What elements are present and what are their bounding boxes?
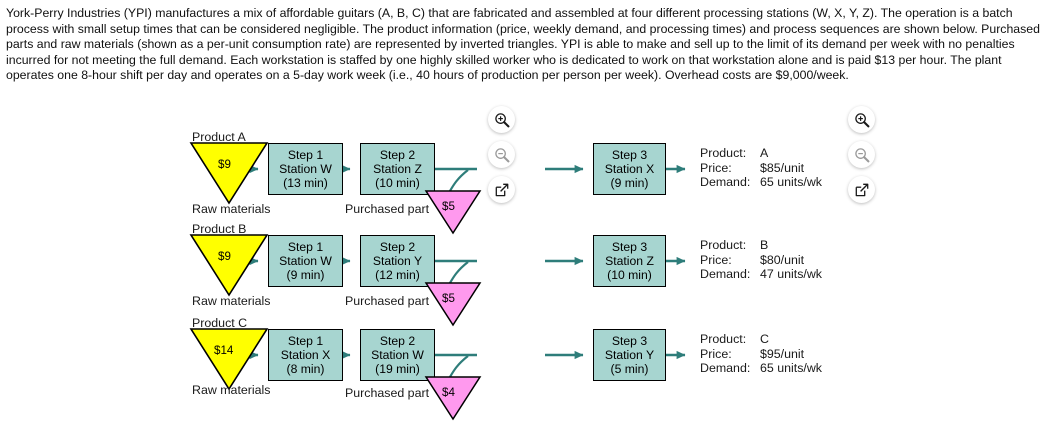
product-info-a: Product: A Price: $85/unit Demand: 65 units…	[700, 146, 822, 190]
purchased-part-caption-c: Purchased part	[345, 386, 430, 400]
process-box-a-step2[interactable]: Step 2 Station Z (10 min)	[360, 143, 435, 195]
product-key: Product:	[700, 238, 747, 252]
price-key: Price:	[700, 160, 732, 175]
product-label-b: Product B	[192, 222, 247, 236]
open-external-glyph	[855, 183, 868, 196]
purchased-part-triangle-c: $4	[424, 376, 482, 421]
demand-value: 47 units/wk	[760, 267, 822, 282]
process-flow-diagram: Product A $9 Raw materials Step 1 Statio…	[0, 108, 1047, 425]
product-value: C	[760, 332, 769, 346]
price-value: $95/unit	[760, 346, 805, 361]
zoom-in-glyph	[854, 112, 869, 127]
open-external-icon[interactable]	[488, 176, 515, 203]
price-info-row: Price: $85/unit	[700, 161, 822, 176]
raw-materials-caption-c: Raw materials	[192, 383, 271, 397]
connector-layer	[232, 164, 686, 383]
process-time: (12 min)	[375, 268, 420, 283]
demand-info-row: Demand: 47 units/wk	[700, 267, 822, 282]
zoom-in-glyph	[494, 112, 509, 127]
price-info-row: Price: $80/unit	[700, 253, 822, 268]
product-info-c: Product: C Price: $95/unit Demand: 65 units…	[700, 332, 822, 376]
demand-key: Demand:	[700, 267, 751, 282]
process-time: (10 min)	[375, 176, 420, 191]
process-time: (10 min)	[607, 268, 652, 283]
demand-value: 65 units/wk	[760, 361, 822, 376]
demand-value: 65 units/wk	[760, 175, 822, 190]
step-name: Step 1	[287, 333, 324, 348]
process-box-b-step1[interactable]: Step 1 Station W (9 min)	[268, 235, 343, 287]
raw-material-triangle-a: $9	[189, 142, 269, 205]
product-key: Product:	[700, 146, 747, 160]
zoom-in-icon[interactable]	[488, 106, 515, 133]
price-value: $85/unit	[760, 160, 805, 175]
process-box-c-step3[interactable]: Step 3 Station Y (5 min)	[593, 329, 666, 381]
price-key: Price:	[700, 346, 732, 361]
zoom-out-glyph	[854, 147, 869, 162]
station-name: Station X	[604, 161, 655, 176]
product-label-c: Product C	[192, 316, 248, 330]
process-box-a-step1[interactable]: Step 1 Station W (13 min)	[268, 143, 343, 195]
price-key: Price:	[700, 252, 732, 267]
station-name: Station Z	[605, 253, 654, 268]
step-name: Step 2	[379, 333, 416, 348]
process-time: (5 min)	[610, 362, 649, 377]
raw-material-triangle-b: $9	[189, 234, 269, 297]
process-time: (9 min)	[610, 176, 649, 191]
product-info-b: Product: B Price: $80/unit Demand: 47 units…	[700, 238, 822, 282]
product-info-row: Product: A	[700, 146, 822, 161]
open-external-glyph	[495, 183, 508, 196]
product-label-a: Product A	[192, 130, 246, 144]
purchased-part-triangle-a: $5	[424, 190, 482, 235]
product-value: A	[760, 146, 769, 160]
station-name: Station X	[280, 347, 331, 362]
demand-key: Demand:	[700, 361, 751, 376]
step-name: Step 2	[379, 239, 416, 254]
process-time: (9 min)	[286, 268, 325, 283]
step-name: Step 1	[287, 147, 324, 162]
step-name: Step 3	[611, 239, 648, 254]
step-name: Step 2	[379, 147, 416, 162]
process-box-c-step2[interactable]: Step 2 Station W (19 min)	[360, 329, 435, 381]
product-value: B	[760, 238, 769, 252]
problem-statement: York-Perry Industries (YPI) manufactures…	[6, 6, 1041, 84]
process-time: (13 min)	[283, 176, 328, 191]
zoom-out-icon[interactable]	[848, 141, 875, 168]
station-name: Station W	[371, 347, 424, 362]
step-name: Step 1	[287, 239, 324, 254]
purchased-part-triangle-b: $5	[424, 282, 482, 327]
station-name: Station Y	[604, 347, 655, 362]
station-name: Station W	[279, 161, 332, 176]
process-box-b-step2[interactable]: Step 2 Station Y (12 min)	[360, 235, 435, 287]
purchased-part-caption-b: Purchased part	[345, 294, 430, 308]
raw-material-triangle-c: $14	[189, 328, 269, 391]
open-external-icon[interactable]	[848, 176, 875, 203]
product-key: Product:	[700, 332, 747, 346]
process-time: (19 min)	[375, 362, 420, 377]
process-box-a-step3[interactable]: Step 3 Station X (9 min)	[593, 143, 666, 195]
raw-materials-caption-b: Raw materials	[192, 294, 271, 308]
station-name: Station W	[279, 253, 332, 268]
process-box-b-step3[interactable]: Step 3 Station Z (10 min)	[593, 235, 666, 287]
demand-info-row: Demand: 65 units/wk	[700, 175, 822, 190]
product-info-row: Product: C	[700, 332, 822, 347]
raw-materials-caption-a: Raw materials	[192, 202, 271, 216]
station-name: Station Z	[373, 161, 422, 176]
station-name: Station Y	[372, 253, 423, 268]
process-time: (8 min)	[286, 362, 325, 377]
zoom-out-icon[interactable]	[488, 141, 515, 168]
purchased-part-caption-a: Purchased part	[345, 202, 430, 216]
process-box-c-step1[interactable]: Step 1 Station X (8 min)	[268, 329, 343, 381]
demand-info-row: Demand: 65 units/wk	[700, 361, 822, 376]
product-info-row: Product: B	[700, 238, 822, 253]
zoom-in-icon[interactable]	[848, 106, 875, 133]
price-value: $80/unit	[760, 252, 805, 267]
zoom-out-glyph	[494, 147, 509, 162]
problem-statement-text: York-Perry Industries (YPI) manufactures…	[6, 6, 1040, 83]
step-name: Step 3	[611, 147, 648, 162]
step-name: Step 3	[611, 333, 648, 348]
price-info-row: Price: $95/unit	[700, 347, 822, 362]
demand-key: Demand:	[700, 175, 751, 190]
